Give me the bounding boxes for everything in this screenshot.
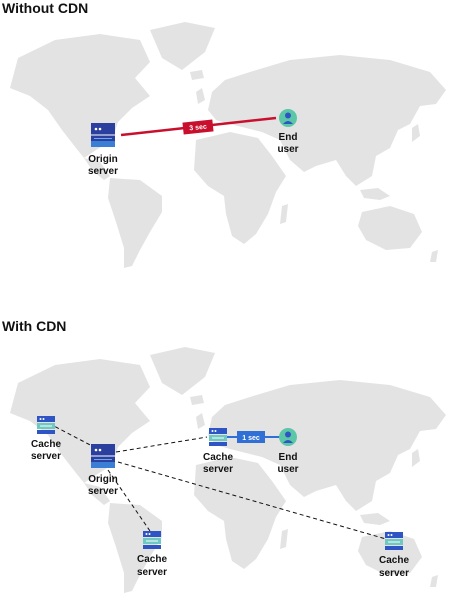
latency-badge-fast: 1 sec bbox=[237, 431, 265, 443]
cache-server-eu-label-line2: server bbox=[203, 464, 233, 475]
cache-server-na-label-line1: Cache bbox=[31, 439, 61, 450]
end-user-icon bbox=[279, 109, 297, 127]
end-user-label-line2: user bbox=[277, 144, 298, 155]
cache-server-au-label-line2: server bbox=[379, 568, 409, 579]
origin-server-label-line2: server bbox=[88, 166, 118, 177]
latency-badge-slow: 3 sec bbox=[182, 119, 214, 135]
origin-server-icon-cdn bbox=[91, 444, 115, 468]
origin-server-cdn-label-line1: Origin bbox=[88, 474, 117, 485]
cache-server-sa-label-line2: server bbox=[137, 567, 167, 578]
end-user-cdn-label-line1: End bbox=[279, 452, 298, 463]
link-origin-to-cache-sa bbox=[107, 469, 151, 532]
cache-server-au-icon bbox=[385, 532, 403, 550]
end-user-icon-cdn bbox=[279, 428, 297, 446]
cache-server-eu-icon bbox=[209, 428, 227, 446]
cdn-connections bbox=[53, 425, 387, 540]
with-cdn-title: With CDN bbox=[2, 318, 67, 334]
origin-server-label-line1: Origin bbox=[88, 154, 117, 165]
latency-label-fast: 1 sec bbox=[242, 435, 260, 442]
end-user-label-line1: End bbox=[279, 132, 298, 143]
cache-server-sa-label-line1: Cache bbox=[137, 554, 167, 565]
world-map-top bbox=[10, 22, 446, 268]
cache-server-eu-label-line1: Cache bbox=[203, 452, 233, 463]
cache-server-sa-icon bbox=[143, 531, 161, 549]
origin-server-icon bbox=[91, 123, 115, 147]
cache-server-na-icon bbox=[37, 416, 55, 434]
end-user-cdn-label-line2: user bbox=[277, 464, 298, 475]
link-origin-to-cache-au bbox=[117, 461, 387, 540]
link-origin-to-cache-na bbox=[53, 425, 97, 449]
link-origin-to-cache-eu bbox=[115, 436, 208, 453]
cache-server-au-label-line1: Cache bbox=[379, 555, 409, 566]
origin-server-cdn-label-line2: server bbox=[88, 486, 118, 497]
without-cdn-title: Without CDN bbox=[2, 0, 89, 16]
latency-label-slow: 3 sec bbox=[189, 124, 207, 133]
cache-server-na-label-line2: server bbox=[31, 451, 61, 462]
